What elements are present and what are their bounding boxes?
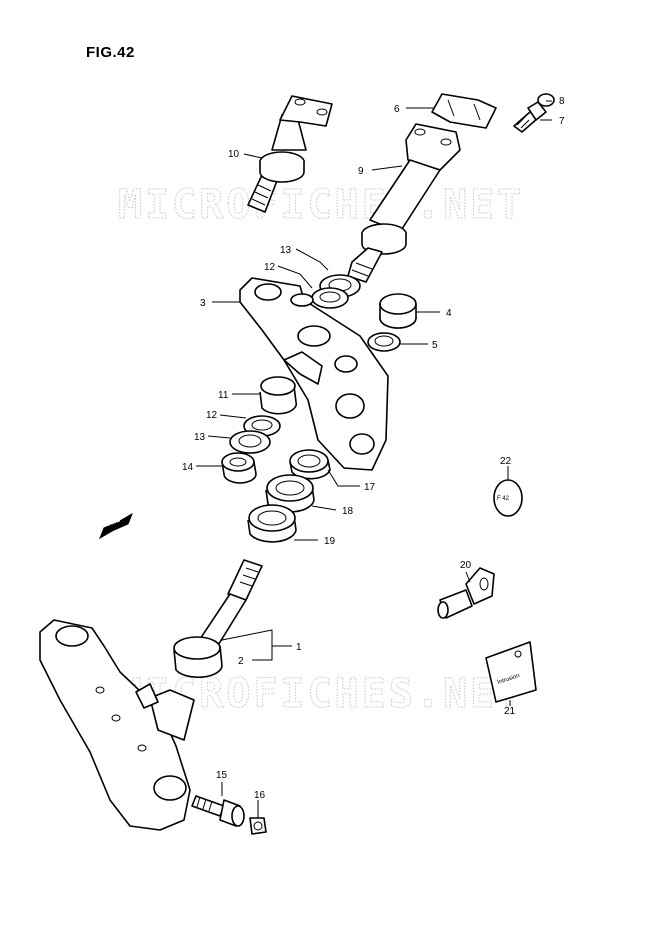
part-22-tag: F 42 [493, 479, 523, 517]
callout-12-lower: 12 [206, 410, 218, 421]
part-12-washer-upper [311, 287, 349, 309]
callout-15: 15 [216, 770, 228, 781]
part-19-bearing [247, 504, 297, 543]
callout-20: 20 [460, 560, 472, 571]
callout-16: 16 [254, 790, 266, 801]
part-11-bushing [259, 376, 298, 415]
callout-22: 22 [500, 456, 512, 467]
callout-21: 21 [504, 706, 516, 717]
callout-6: 6 [394, 104, 400, 115]
part-7-bolt [513, 101, 547, 133]
callout-12-upper: 12 [264, 262, 276, 273]
part-20-key [437, 567, 495, 619]
callout-7: 7 [559, 116, 565, 127]
callout-8: 8 [559, 96, 565, 107]
part-10-handlebar-left [247, 95, 333, 213]
part-21-label-plate: Intrusion [485, 641, 537, 703]
callout-19: 19 [324, 536, 336, 547]
part-16-nut [249, 817, 267, 835]
callout-18: 18 [342, 506, 354, 517]
part-14-nut [221, 452, 257, 484]
callout-9: 9 [358, 166, 364, 177]
callout-11: 11 [218, 390, 229, 401]
callout-4: 4 [446, 308, 452, 319]
watermark-top: MICROFICHES.NET [118, 182, 524, 228]
callout-5: 5 [432, 340, 438, 351]
fwd-text: FWD [107, 517, 123, 528]
callout-13-upper: 13 [280, 245, 292, 256]
callout-14: 14 [182, 462, 194, 473]
part-3-upper-bracket [239, 277, 389, 471]
part-15-bolt [191, 795, 245, 827]
callout-2: 2 [238, 656, 244, 667]
part-4-cap [379, 293, 417, 329]
leader-lines [196, 100, 552, 818]
callout-1: 1 [296, 642, 302, 653]
tag-text: F 42 [497, 496, 510, 502]
part-17-bearing-race [289, 449, 331, 480]
part-13-washer-lower [229, 430, 271, 454]
part-6-9-handlebar-right [347, 93, 497, 283]
callout-labels: 10 6 8 7 9 13 12 3 4 5 11 12 13 14 17 18… [182, 96, 565, 801]
figure-title: FIG.42 [86, 44, 135, 61]
callout-3: 3 [200, 298, 206, 309]
callout-10: 10 [228, 149, 240, 160]
fwd-direction-badge: FWD [99, 512, 133, 540]
part-8-cap [537, 93, 555, 107]
callout-17: 17 [364, 482, 376, 493]
callout-13-lower: 13 [194, 432, 206, 443]
part-5-washer [367, 332, 401, 352]
part-2-dust-seal [173, 636, 223, 679]
